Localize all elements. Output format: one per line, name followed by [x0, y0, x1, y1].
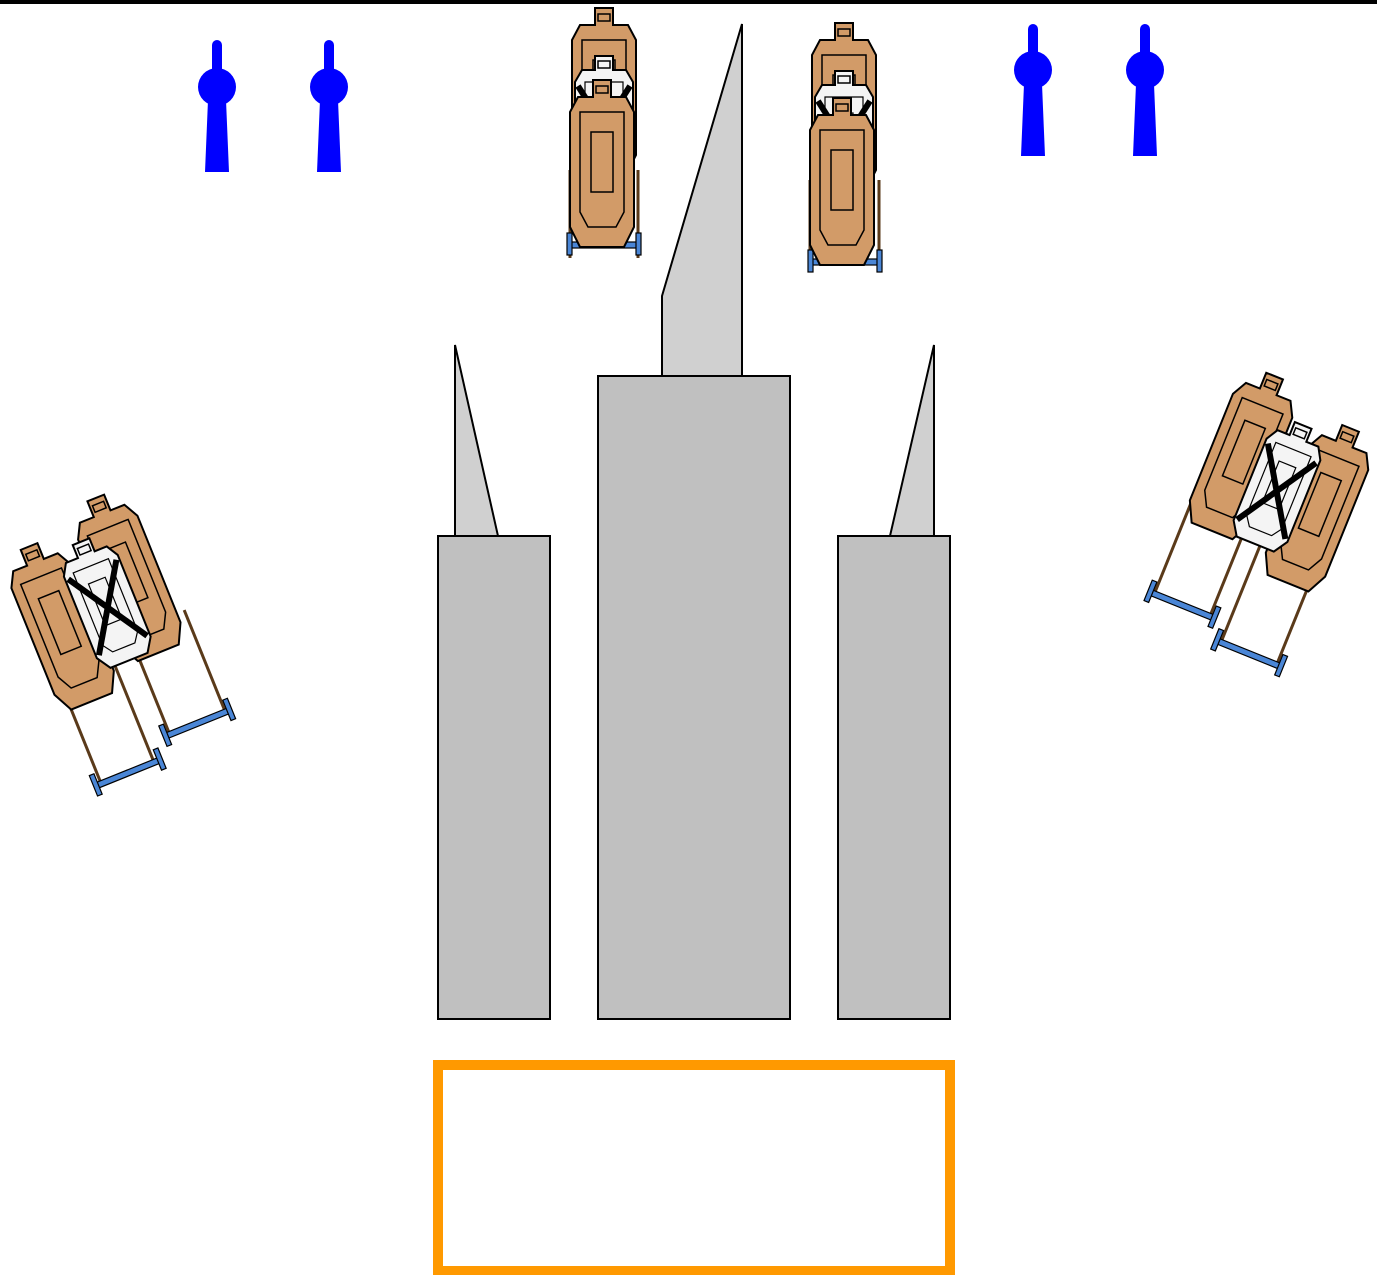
top-border: [0, 0, 1377, 4]
paper-target-icon: [569, 79, 635, 248]
wall-right: [837, 535, 951, 1020]
target-array-right: [1143, 363, 1377, 678]
target-array-left: [0, 485, 237, 797]
wall-left: [437, 535, 551, 1020]
popper-2: [310, 40, 348, 172]
popper-4: [1126, 24, 1164, 156]
shooting-box: [433, 1060, 955, 1275]
target-array-top-right: [807, 22, 883, 273]
wall-right-wedge: [888, 344, 935, 537]
wall-left-wedge: [454, 344, 500, 537]
popper-1: [198, 40, 236, 172]
wall-center: [597, 375, 791, 1020]
paper-target-icon: [809, 97, 875, 266]
popper-3: [1014, 24, 1052, 156]
target-array-top-left: [566, 7, 642, 258]
wall-center-wedge: [661, 23, 743, 377]
